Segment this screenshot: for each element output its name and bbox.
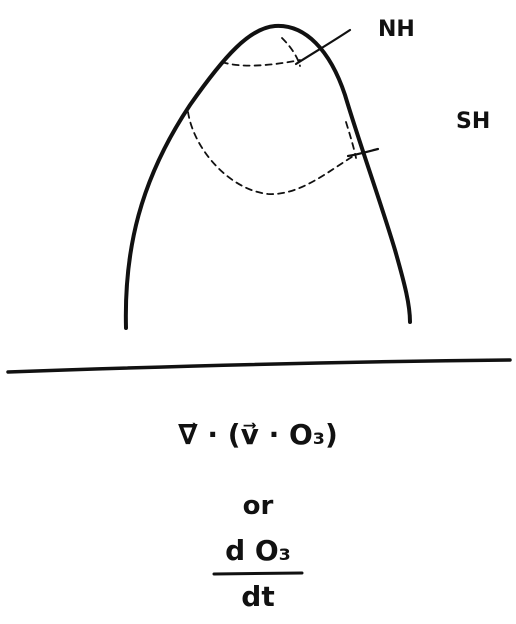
nh-dashed-region bbox=[221, 37, 301, 67]
sh-label: SH bbox=[456, 109, 490, 134]
ground-line bbox=[6, 358, 512, 374]
sh-pointer-line bbox=[346, 147, 380, 158]
fraction-bar bbox=[212, 571, 304, 576]
or-text: or bbox=[243, 491, 274, 521]
divergence-equation: ∇⃗ · (v⃗ · O₃) bbox=[178, 418, 338, 451]
nh-pointer-line bbox=[294, 28, 352, 66]
derivative-denominator: dt bbox=[241, 580, 274, 613]
derivative-numerator: d O₃ bbox=[225, 534, 291, 567]
sh-dashed-region bbox=[187, 111, 357, 195]
bell-outline bbox=[123, 23, 412, 330]
nh-label: NH bbox=[378, 17, 415, 42]
